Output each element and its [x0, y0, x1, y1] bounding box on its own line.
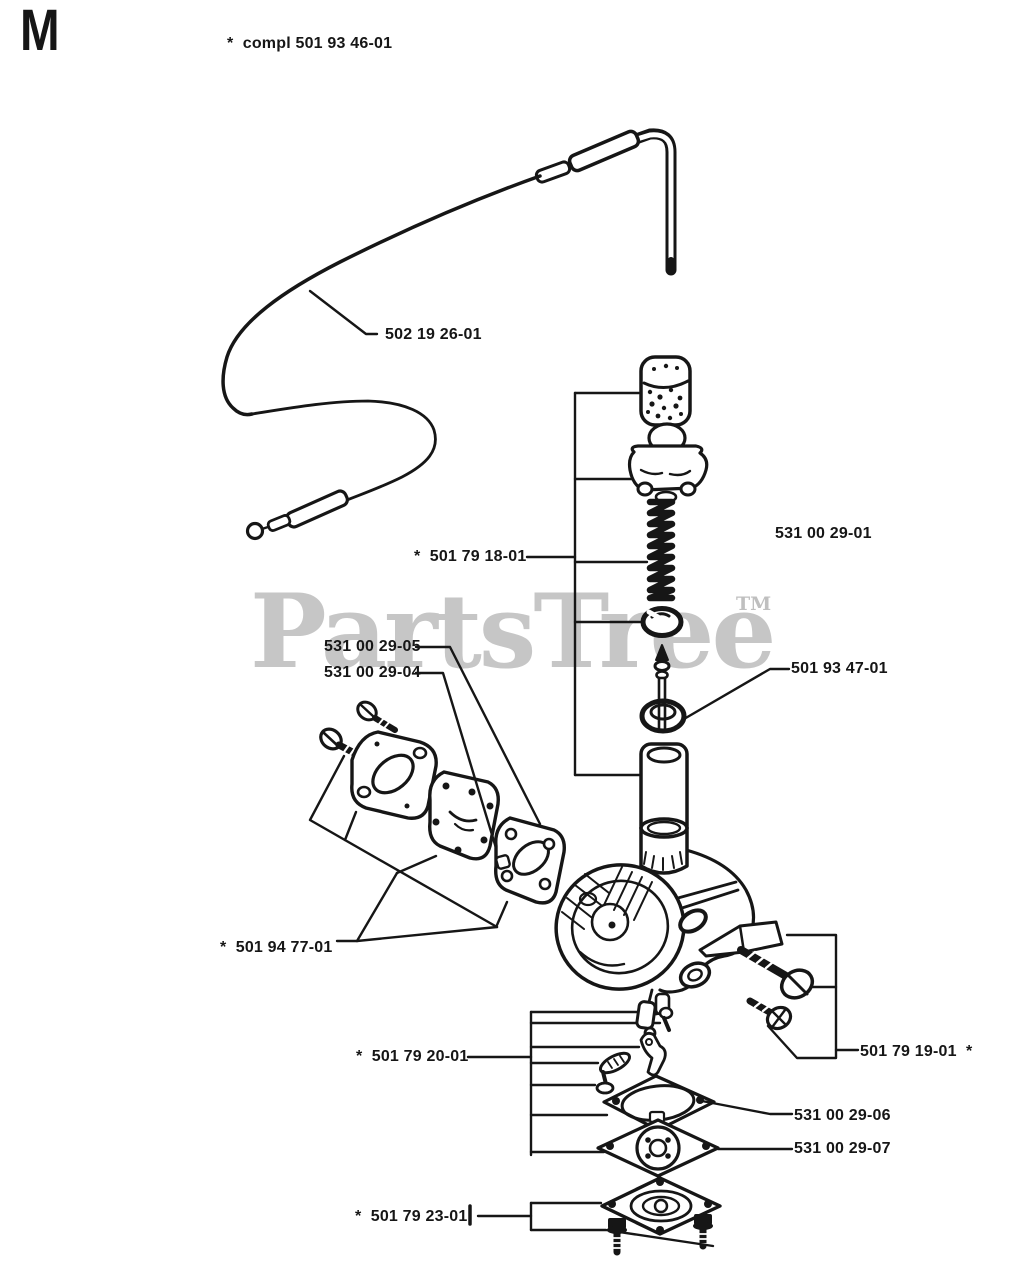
part-label-valve-assembly: * 501 79 18-01	[414, 548, 527, 565]
leader-adjust-screws	[766, 933, 860, 1060]
part-label-needle: 501 93 47-01	[791, 660, 888, 677]
pump-diaphragm	[596, 1118, 720, 1178]
leader-cable	[308, 289, 379, 336]
cover-bolt-right	[693, 1214, 713, 1250]
leader-needle	[682, 667, 791, 721]
part-label-cable: 502 19 26-01	[385, 326, 482, 343]
part-label-repair-kit: * 501 79 20-01	[356, 1048, 469, 1065]
cover-bolt-left	[607, 1218, 627, 1256]
bracket-plate	[698, 920, 784, 958]
cable-housing	[221, 174, 542, 417]
cable-z-fitting	[285, 489, 349, 529]
intake-flange	[350, 730, 438, 820]
part-label-pump-gasket: 531 00 29-06	[794, 1107, 891, 1124]
part-label-gasket-set: * 501 94 77-01	[220, 939, 333, 956]
idle-adjust-cap	[639, 355, 692, 427]
part-label-gasket-04: 531 00 29-04	[324, 664, 421, 681]
throttle-arm	[676, 880, 740, 910]
part-label-adjust-screws: 501 79 19-01 *	[860, 1043, 973, 1060]
leader-valve-assembly	[525, 391, 649, 777]
throttle-cable	[221, 128, 677, 541]
throttle-swivel	[678, 908, 708, 934]
adjustment-screw-high	[737, 946, 815, 1000]
watermark-tm: TM	[736, 593, 772, 615]
throttle-spring	[646, 498, 676, 602]
leader-gaskets-0504	[414, 645, 542, 850]
needle-grommet	[639, 698, 687, 734]
part-label-gasket-05: 531 00 29-05	[324, 638, 421, 655]
adjustment-screw-low	[746, 997, 793, 1031]
watermark-text: PartsTree	[250, 572, 776, 692]
flange-gasket	[494, 816, 566, 905]
inlet-valve-seat	[635, 1000, 657, 1040]
inlet-needle-small	[658, 1006, 674, 1032]
retainer-ring	[640, 606, 684, 638]
throttle-valve	[627, 422, 709, 504]
leader-repair-kit	[466, 1010, 662, 1157]
part-label-pump-cover: * 501 79 23-01	[355, 1208, 468, 1225]
part-label-pump-diaphragm: 531 00 29-07	[794, 1140, 891, 1157]
throttle-needle	[639, 644, 687, 734]
metering-lever	[639, 1031, 667, 1077]
leader-gasket-set	[308, 754, 509, 943]
metering-diaphragm-upper	[428, 770, 500, 861]
cable-end-bead	[666, 257, 676, 275]
cable-inner-wire	[250, 399, 437, 502]
mounting-screw-2	[356, 700, 398, 733]
lever-screw	[595, 1070, 615, 1095]
part-label-complete-assembly: * compl 501 93 46-01	[227, 35, 393, 52]
carburetor-body	[554, 817, 756, 1016]
leader-pump-parts	[468, 1099, 794, 1248]
cable-eyelet	[245, 521, 265, 541]
pump-cover	[600, 1176, 722, 1236]
metering-spring	[598, 1051, 632, 1075]
cable-adjuster-barrel	[567, 129, 641, 173]
part-label-screw-kit: 531 00 29-01	[775, 525, 872, 542]
page-section-letter: M	[20, 0, 60, 63]
